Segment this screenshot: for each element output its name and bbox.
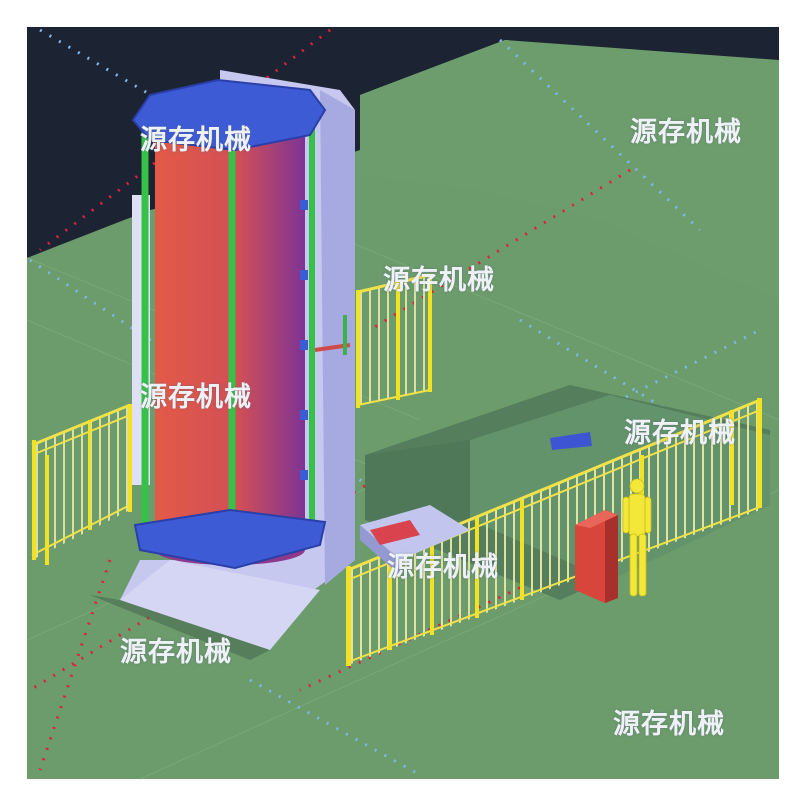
back-fence <box>356 273 432 408</box>
top-cap <box>131 78 327 152</box>
dotted-guides-blue <box>29 28 761 777</box>
watermark: 源存机械 <box>624 418 736 449</box>
watermark: 源存机械 <box>140 382 252 413</box>
watermark: 源存机械 <box>120 637 232 668</box>
base-feeder <box>360 505 470 575</box>
coil-column <box>132 130 305 565</box>
electrical-cabinet <box>575 510 618 603</box>
stand-clips <box>300 200 308 480</box>
bottom-cap <box>133 508 327 570</box>
left-fence <box>31 403 132 565</box>
pit-bracket <box>550 432 592 450</box>
watermark: 源存机械 <box>383 265 495 296</box>
watermark: 源存机械 <box>387 552 499 583</box>
stand-arm <box>314 315 351 355</box>
far-floor <box>360 40 779 300</box>
watermark: 源存机械 <box>630 117 742 148</box>
right-fence <box>346 398 762 666</box>
worker-figure <box>622 478 652 597</box>
watermark: 源存机械 <box>613 709 725 740</box>
watermark: 源存机械 <box>140 125 252 156</box>
